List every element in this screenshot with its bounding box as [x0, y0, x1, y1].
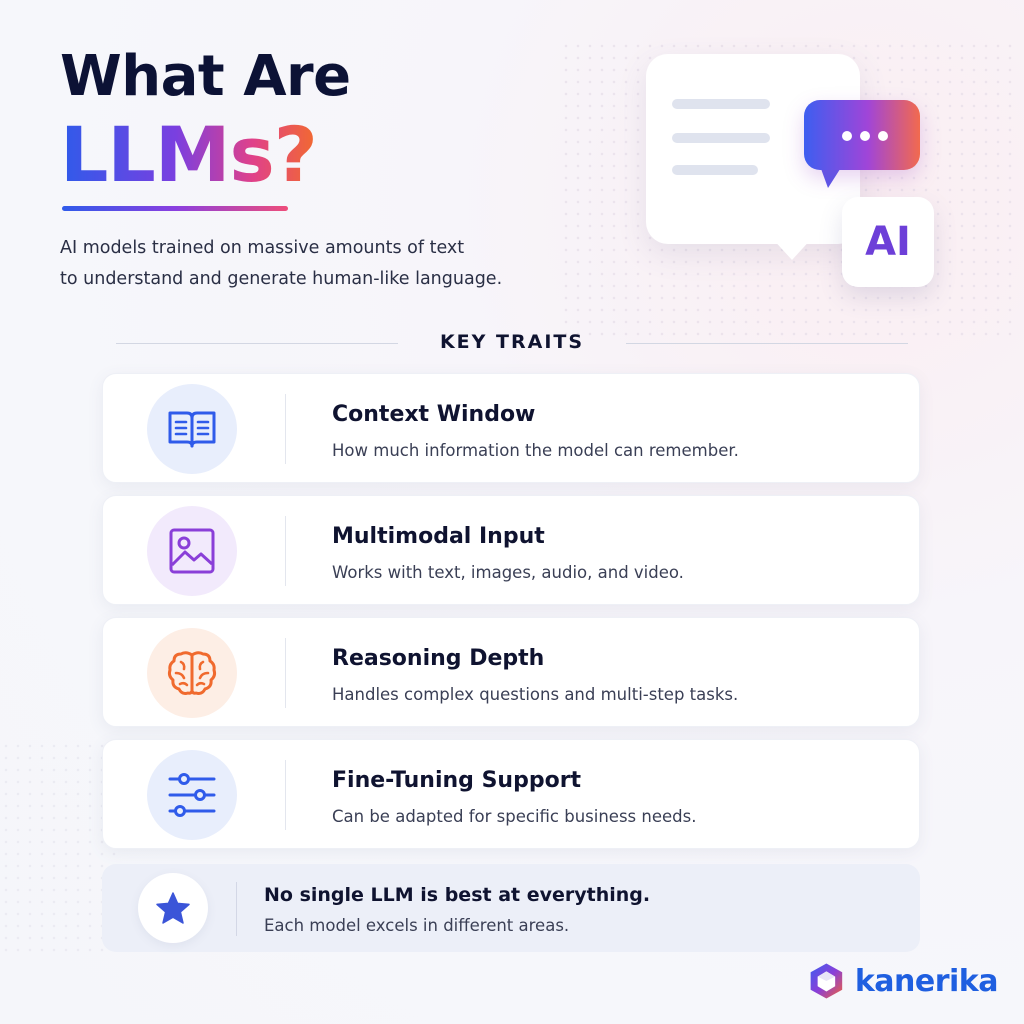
star-icon — [138, 873, 208, 943]
subtitle: AI models trained on massive amounts of … — [60, 233, 560, 295]
title-underline — [62, 206, 288, 211]
trait-description: Handles complex questions and multi-step… — [332, 685, 739, 704]
trait-title: Fine-Tuning Support — [332, 768, 582, 793]
brand-name: kanerika — [854, 963, 999, 999]
page-title-line2: LLMs? — [60, 110, 318, 199]
trait-title: Context Window — [332, 402, 536, 427]
trait-description: How much information the model can remem… — [332, 441, 739, 460]
section-divider-left — [116, 343, 398, 344]
kanerika-logo-icon — [810, 963, 843, 999]
sliders-icon — [147, 750, 237, 840]
typing-dot — [860, 131, 870, 141]
typing-dot — [878, 131, 888, 141]
page-title-line1: What Are — [60, 44, 351, 109]
trait-title: Multimodal Input — [332, 524, 545, 549]
trait-card-fine-tuning-support: Fine-Tuning Support Can be adapted for s… — [102, 739, 920, 849]
card-divider — [285, 760, 286, 830]
trait-description: Works with text, images, audio, and vide… — [332, 563, 684, 582]
ai-badge: AI — [842, 197, 934, 287]
trait-card-context-window: Context Window How much information the … — [102, 373, 920, 483]
chat-text-line — [672, 133, 770, 143]
decorative-dot-grid-bottom — [0, 740, 120, 960]
book-icon — [147, 384, 237, 474]
card-divider — [285, 638, 286, 708]
trait-title: Reasoning Depth — [332, 646, 545, 671]
typing-dot — [842, 131, 852, 141]
card-divider — [285, 394, 286, 464]
subtitle-line1: AI models trained on massive amounts of … — [60, 238, 465, 258]
image-icon — [147, 506, 237, 596]
chat-window-tail — [770, 236, 814, 260]
trait-card-reasoning-depth: Reasoning Depth Handles complex question… — [102, 617, 920, 727]
subtitle-line2: to understand and generate human-like la… — [60, 269, 503, 289]
chat-text-line — [672, 99, 770, 109]
section-label: KEY TRAITS — [439, 331, 585, 353]
trait-description: Can be adapted for specific business nee… — [332, 807, 697, 826]
summary-note: No single LLM is best at everything. Eac… — [102, 864, 920, 952]
brain-icon — [147, 628, 237, 718]
card-divider — [285, 516, 286, 586]
brand-logo: kanerika — [808, 958, 999, 1004]
chat-text-line — [672, 165, 758, 175]
section-divider-right — [626, 343, 908, 344]
chat-bubble-tail — [820, 166, 842, 188]
trait-card-multimodal-input: Multimodal Input Works with text, images… — [102, 495, 920, 605]
note-description: Each model excels in different areas. — [264, 916, 570, 935]
note-title: No single LLM is best at everything. — [264, 884, 651, 906]
note-divider — [236, 882, 237, 936]
